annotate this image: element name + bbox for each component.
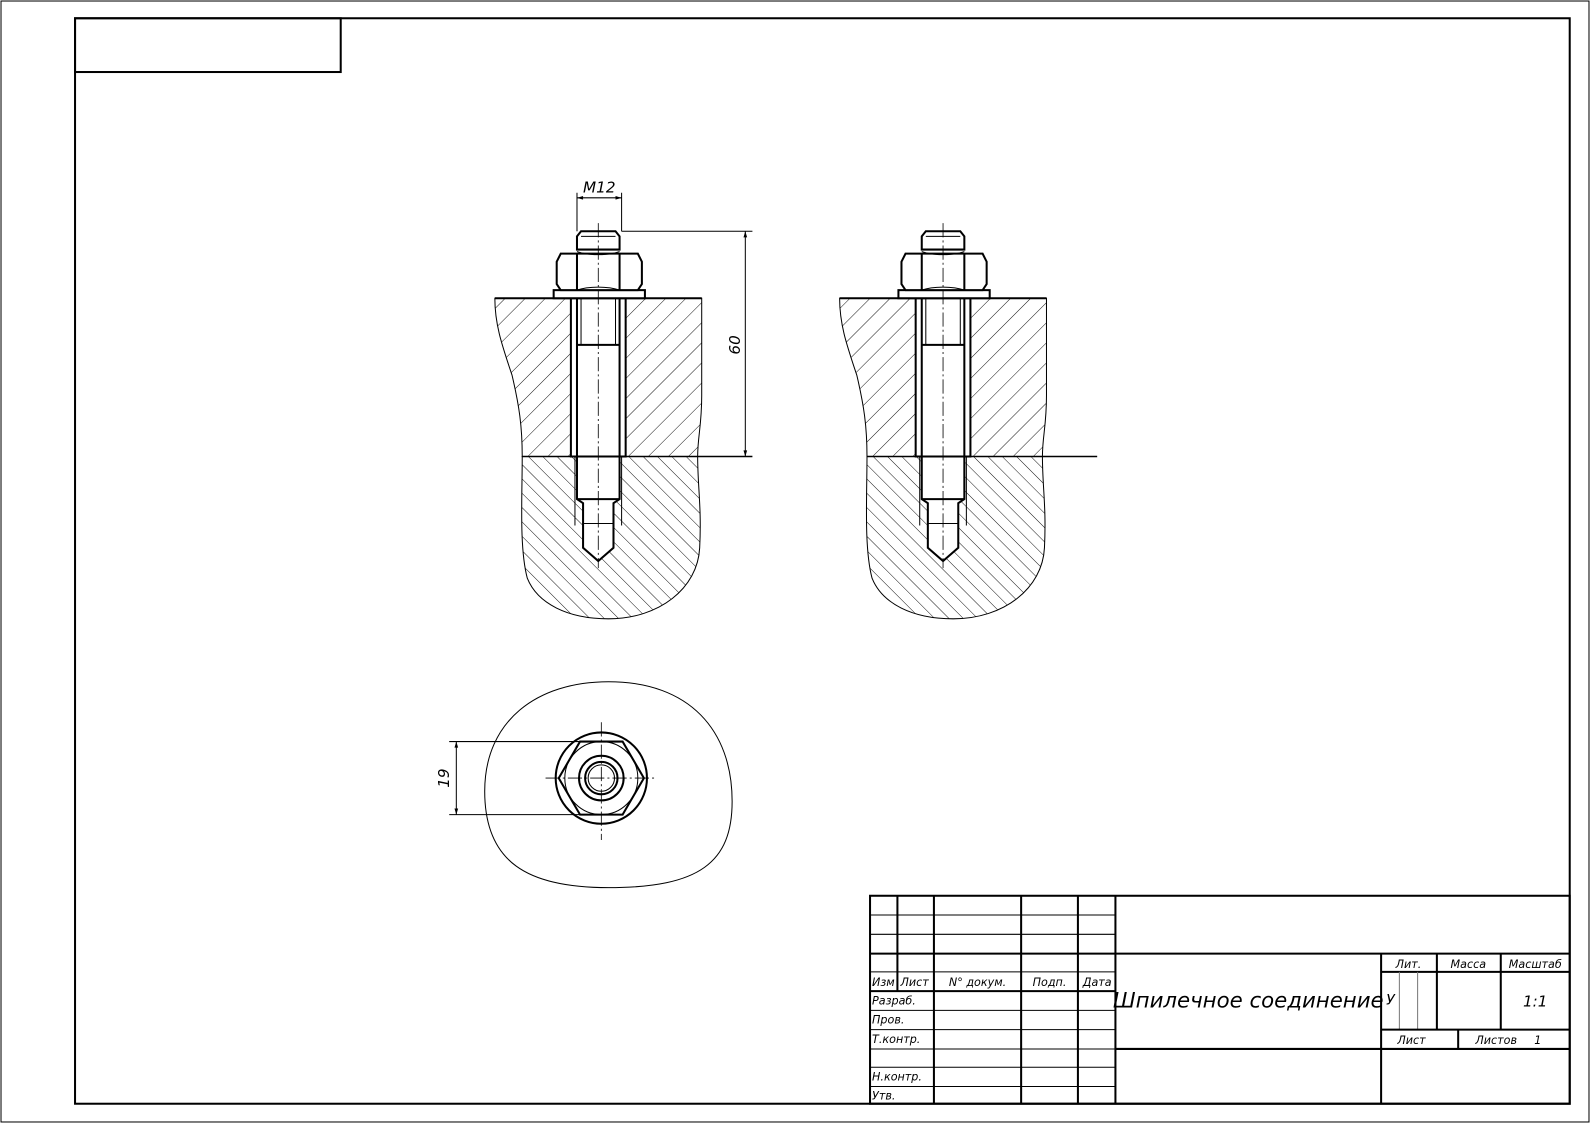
section-view-left (493, 222, 754, 620)
length-dimension: 60 (621, 230, 753, 457)
across-flats-dimension: 19 (435, 741, 581, 816)
section-view-right (838, 222, 1099, 620)
thread-dimension: M12 (576, 179, 623, 232)
role-approved: Утв. (872, 1090, 895, 1103)
header-list: Лист (899, 976, 929, 989)
title-block: Изм Лист N° докум. Подп. Дата Разраб. Пр… (869, 894, 1571, 1105)
thread-dimension-label: M12 (583, 179, 615, 197)
sheet-label: Лист (1396, 1034, 1426, 1047)
length-dimension-label: 60 (726, 335, 744, 354)
header-izm: Изм (872, 976, 895, 989)
role-norm-control: Н.контр. (872, 1070, 922, 1083)
sheets-value: 1 (1534, 1034, 1541, 1047)
scale-value: 1:1 (1523, 992, 1547, 1010)
role-tech-control: Т.контр. (872, 1033, 920, 1046)
top-view (484, 681, 733, 889)
top-left-box (74, 17, 342, 74)
role-checked: Пров. (872, 1014, 904, 1027)
sheets-label: Листов (1474, 1034, 1517, 1047)
mass-label: Масса (1451, 958, 1487, 971)
header-date: Дата (1082, 976, 1112, 989)
scale-label: Масштаб (1509, 958, 1562, 971)
header-sign: Подп. (1033, 976, 1067, 989)
drawing-title: Шпилечное соединение (1113, 988, 1384, 1013)
header-doc-no: N° докум. (949, 976, 1006, 989)
lit-label: Лит. (1395, 958, 1422, 971)
role-developed: Разраб. (872, 994, 916, 1007)
across-flats-label: 19 (435, 768, 453, 787)
drawing-frame (74, 17, 1571, 1105)
lit-value: У (1386, 992, 1396, 1008)
